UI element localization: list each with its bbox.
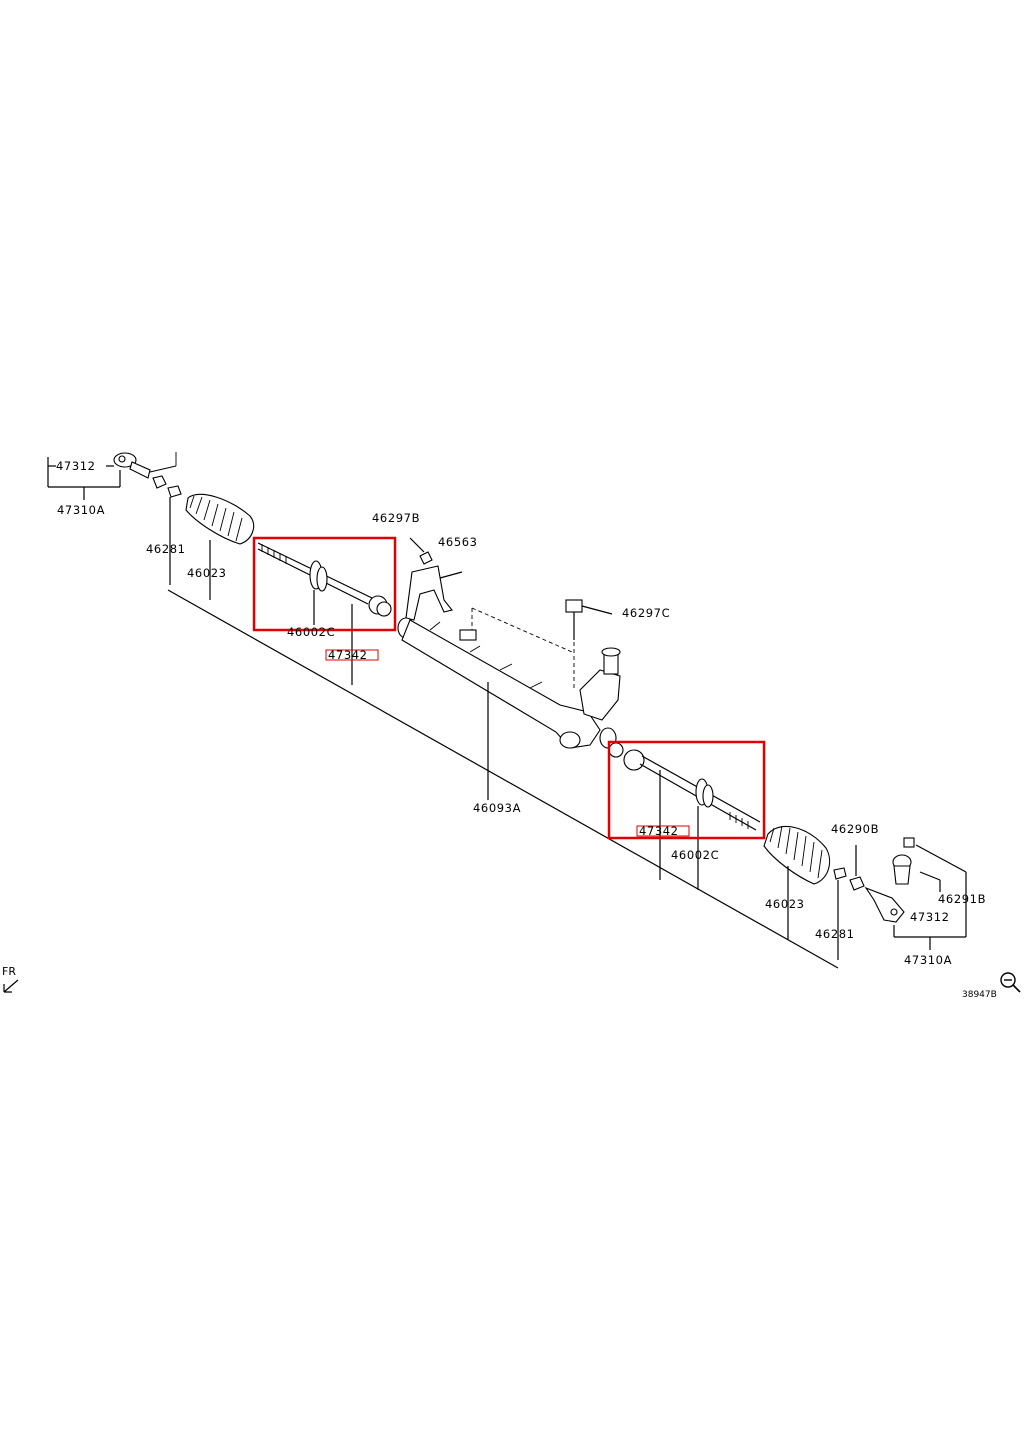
label-gear-assy: 46093A — [473, 801, 521, 815]
right-highlight-box — [607, 740, 766, 840]
left-highlight-tag — [325, 649, 379, 661]
main-reference-line — [167, 589, 839, 969]
bracket-part — [405, 537, 463, 621]
left-tie-rod-end-part — [113, 452, 177, 479]
label-nut-right: 46281 — [815, 927, 855, 941]
label-inner-rod-left: 46002C — [287, 625, 335, 639]
label-nut-left: 46281 — [146, 542, 186, 556]
left-boot-part — [185, 493, 255, 600]
right-highlight-tag — [636, 825, 690, 837]
label-tie-rod-end-right: 47312 — [910, 910, 950, 924]
guide-lines — [471, 607, 573, 653]
label-bolt-mid: 46297C — [622, 606, 670, 620]
left-nut-part — [152, 475, 182, 585]
label-boot-right: 46023 — [765, 897, 805, 911]
front-arrow-icon: FR — [2, 965, 19, 993]
label-tie-rod-end-assy-right: 47310A — [904, 953, 952, 967]
right-boot-part — [763, 825, 831, 940]
rack-housing-part — [397, 617, 621, 800]
label-boot-left: 46023 — [187, 566, 227, 580]
label-tie-rod-end-assy-left: 47310A — [57, 503, 105, 517]
label-bolt-top: 46297B — [372, 511, 420, 525]
label-inner-rod-ring-left: 47342 — [328, 648, 368, 662]
left-tie-rod-callout — [47, 457, 121, 500]
label-nut-right-upper: 46290B — [831, 822, 879, 836]
left-inner-rod-part — [257, 542, 392, 685]
label-bracket: 46563 — [438, 535, 478, 549]
right-inner-rod-part — [608, 742, 761, 890]
bolt-part — [565, 599, 613, 690]
right-nut-part — [833, 845, 865, 960]
label-inner-rod-ring-right: 47342 — [639, 824, 679, 838]
label-grease-nipple: 46291B — [938, 892, 986, 906]
right-tie-rod-end-part — [864, 837, 915, 923]
left-highlight-box — [252, 536, 397, 632]
right-tie-rod-callout — [893, 844, 967, 950]
zoom-out-icon[interactable] — [1000, 972, 1021, 993]
label-tie-rod-end-left: 47312 — [56, 459, 96, 473]
label-inner-rod-right: 46002C — [671, 848, 719, 862]
label-front: FR — [2, 965, 16, 978]
diagram-code: 38947B — [962, 990, 997, 1000]
